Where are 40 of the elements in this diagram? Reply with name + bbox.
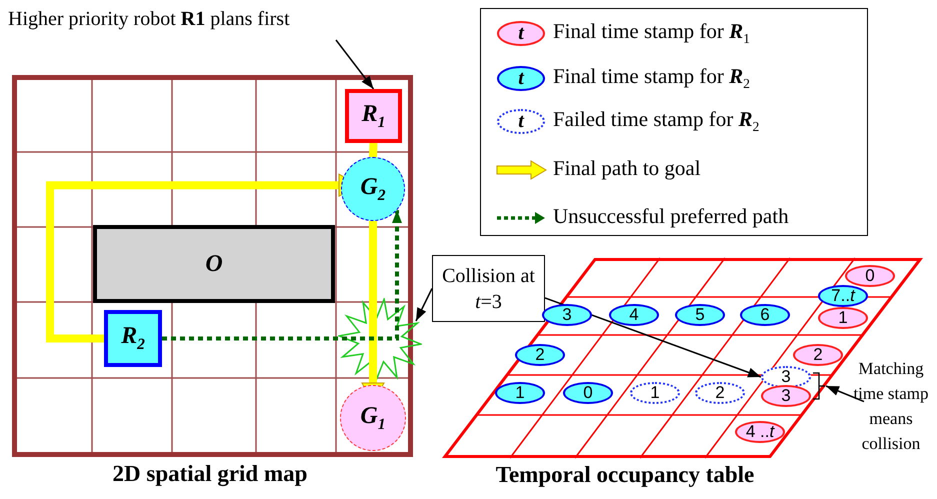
legend-text: Final time stamp for R$_{2}$ xyxy=(553,64,750,92)
time-stamp-ellipse: 7..t xyxy=(818,285,868,307)
time-stamp-ellipse: 4 xyxy=(609,304,659,326)
legend-sample: t xyxy=(497,109,545,134)
robot-box: R$_{1}$ xyxy=(345,89,402,143)
time-stamp-ellipse: 2 xyxy=(515,344,565,366)
goal-circle: G$_{2}$ xyxy=(341,157,405,221)
time-stamp-ellipse: 0 xyxy=(563,382,613,404)
time-stamp-ellipse: 5 xyxy=(675,304,725,326)
bracket xyxy=(812,372,826,400)
legend-text: Failed time stamp for R$_{2}$ xyxy=(553,107,760,136)
path-arrow xyxy=(162,210,402,340)
time-stamp-ellipse: 2 xyxy=(695,382,745,404)
leader-arrow xyxy=(544,297,762,378)
legend-sample: t xyxy=(497,21,545,46)
leader-arrow xyxy=(826,385,864,402)
time-stamp-ellipse: 1 xyxy=(630,382,680,404)
time-stamp-ellipse: 1 xyxy=(495,382,545,404)
time-stamp-ellipse: 3 xyxy=(761,366,811,388)
goal-circle: G$_{1}$ xyxy=(340,385,406,451)
path-line xyxy=(369,142,378,158)
annotation-text: Higher priority robot R1 plans first xyxy=(8,8,393,40)
map-caption: 2D spatial grid map xyxy=(112,461,308,487)
legend-text: Final path to goal xyxy=(553,156,701,181)
obstacle-box: O xyxy=(93,225,335,303)
robot-box: R$_{2}$ xyxy=(104,310,162,367)
legend-text: Final time stamp for R$_{1}$ xyxy=(553,19,750,48)
time-stamp-ellipse: 3 xyxy=(761,385,811,407)
callout-box: Collision at t=3 xyxy=(432,255,545,322)
time-stamp-ellipse: 4 ..t xyxy=(735,421,785,443)
time-stamp-ellipse: 6 xyxy=(740,304,790,326)
time-stamp-ellipse: 0 xyxy=(845,265,895,287)
leader-arrow xyxy=(335,40,374,90)
time-stamp-ellipse: 1 xyxy=(818,307,868,329)
table-caption: Temporal occupancy table xyxy=(494,462,756,488)
legend-sample: t xyxy=(497,66,545,91)
note-text: Matching time stamp means collision xyxy=(846,356,936,476)
time-stamp-ellipse: 2 xyxy=(793,344,843,366)
legend-text: Unsuccessful preferred path xyxy=(553,204,789,229)
time-stamp-ellipse: 3 xyxy=(542,304,592,326)
